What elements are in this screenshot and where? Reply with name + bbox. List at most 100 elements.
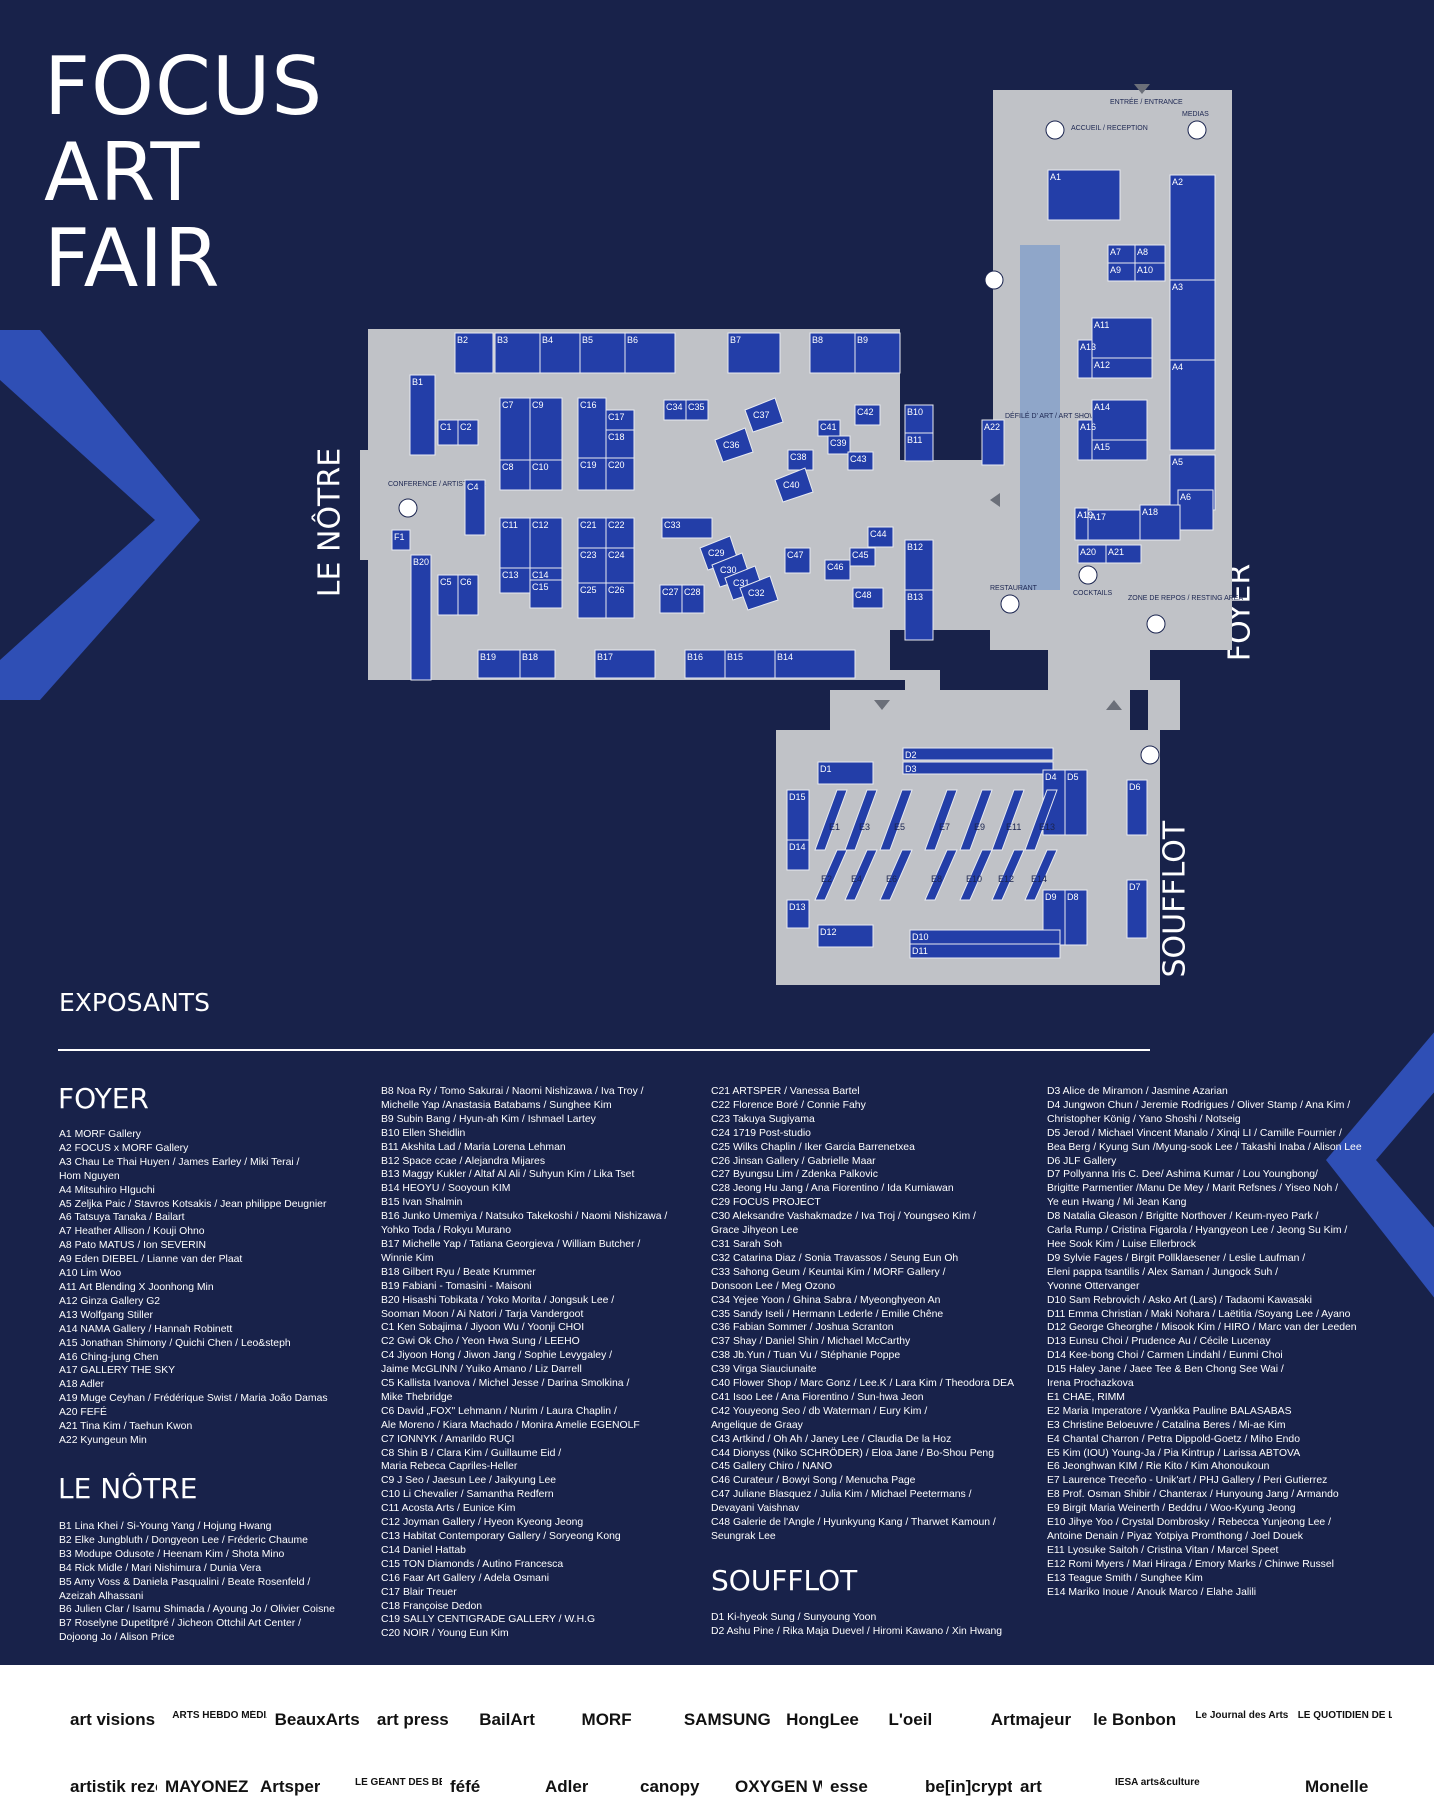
booth-c18[interactable]: C18 <box>605 429 635 459</box>
booth-c20[interactable]: C20 <box>605 457 635 491</box>
booth-b3[interactable]: B3 <box>494 332 541 374</box>
booth-c33[interactable]: C33 <box>661 517 713 539</box>
booth-e5[interactable]: E5 <box>879 789 913 851</box>
booth-c16[interactable]: C16 <box>577 397 607 459</box>
booth-b7[interactable]: B7 <box>727 332 781 374</box>
booth-c9[interactable]: C9 <box>529 397 563 461</box>
booth-b13[interactable]: B13 <box>904 589 934 641</box>
booth-b9[interactable]: B9 <box>854 332 901 374</box>
booth-c48[interactable]: C48 <box>852 587 884 609</box>
booth-a12[interactable]: A12 <box>1091 357 1153 379</box>
booth-d13[interactable]: D13 <box>786 899 810 929</box>
booth-c38[interactable]: C38 <box>787 449 814 471</box>
booth-b8[interactable]: B8 <box>809 332 856 374</box>
booth-a4[interactable]: A4 <box>1169 359 1216 451</box>
booth-a15[interactable]: A15 <box>1091 439 1148 461</box>
booth-b12[interactable]: B12 <box>904 539 934 591</box>
booth-e14[interactable]: E14 <box>1024 849 1058 901</box>
booth-d7[interactable]: D7 <box>1126 879 1148 939</box>
booth-a9[interactable]: A9 <box>1107 262 1139 282</box>
booth-a6[interactable]: A6 <box>1177 489 1214 531</box>
booth-b11[interactable]: B11 <box>904 432 934 462</box>
booth-a22[interactable]: A22 <box>981 419 1005 466</box>
booth-c46[interactable]: C46 <box>824 559 851 581</box>
booth-d14[interactable]: D14 <box>786 839 810 871</box>
booth-c8[interactable]: C8 <box>499 459 531 491</box>
booth-b1[interactable]: B1 <box>409 374 436 456</box>
booth-c21[interactable]: C21 <box>577 517 607 549</box>
booth-c7[interactable]: C7 <box>499 397 531 461</box>
booth-c35[interactable]: C35 <box>685 399 709 421</box>
booth-b6[interactable]: B6 <box>624 332 676 374</box>
booth-b5[interactable]: B5 <box>579 332 626 374</box>
booth-b4[interactable]: B4 <box>539 332 586 374</box>
booth-c10[interactable]: C10 <box>529 459 563 491</box>
booth-c11[interactable]: C11 <box>499 517 531 569</box>
booth-a3[interactable]: A3 <box>1169 279 1216 361</box>
booth-d8[interactable]: D8 <box>1064 889 1088 946</box>
booth-e8[interactable]: E8 <box>924 849 958 901</box>
booth-a1[interactable]: A1 <box>1047 169 1121 221</box>
booth-e12[interactable]: E12 <box>991 849 1025 901</box>
booth-a21[interactable]: A21 <box>1105 544 1142 564</box>
booth-c2[interactable]: C2 <box>457 419 479 446</box>
booth-c28[interactable]: C28 <box>681 584 705 614</box>
booth-e9[interactable]: E9 <box>959 789 993 851</box>
booth-c34[interactable]: C34 <box>663 399 687 421</box>
booth-a7[interactable]: A7 <box>1107 244 1139 264</box>
booth-d15[interactable]: D15 <box>786 789 810 841</box>
booth-d5[interactable]: D5 <box>1064 769 1088 836</box>
booth-a14[interactable]: A14 <box>1091 399 1148 441</box>
booth-c37[interactable]: C37 <box>744 397 784 433</box>
booth-e1[interactable]: E1 <box>814 789 848 851</box>
booth-b17[interactable]: B17 <box>594 649 656 679</box>
booth-d2[interactable]: D2 <box>902 747 1054 761</box>
booth-c15[interactable]: C15 <box>529 579 563 609</box>
booth-e4[interactable]: E4 <box>844 849 878 901</box>
booth-b19[interactable]: B19 <box>477 649 521 679</box>
booth-e2[interactable]: E2 <box>814 849 848 901</box>
booth-a10[interactable]: A10 <box>1134 262 1166 282</box>
booth-c24[interactable]: C24 <box>605 547 635 584</box>
booth-e10[interactable]: E10 <box>959 849 993 901</box>
booth-d11[interactable]: D11 <box>909 943 1061 959</box>
booth-d10[interactable]: D10 <box>909 929 1061 945</box>
booth-c1[interactable]: C1 <box>437 419 459 446</box>
booth-e6[interactable]: E6 <box>879 849 913 901</box>
booth-d1[interactable]: D1 <box>817 761 874 785</box>
booth-b2[interactable]: B2 <box>454 332 494 374</box>
booth-c41[interactable]: C41 <box>817 419 841 437</box>
booth-c22[interactable]: C22 <box>605 517 635 549</box>
booth-b10[interactable]: B10 <box>904 404 934 434</box>
booth-b15[interactable]: B15 <box>724 649 776 679</box>
booth-c43[interactable]: C43 <box>847 451 874 471</box>
booth-c25[interactable]: C25 <box>577 582 607 619</box>
booth-a2[interactable]: A2 <box>1169 174 1216 281</box>
booth-b16[interactable]: B16 <box>684 649 726 679</box>
booth-d3[interactable]: D3 <box>902 761 1054 775</box>
booth-c47[interactable]: C47 <box>784 547 811 574</box>
booth-e11[interactable]: E11 <box>991 789 1025 851</box>
booth-c39[interactable]: C39 <box>827 435 851 455</box>
booth-b14[interactable]: B14 <box>774 649 856 679</box>
booth-c27[interactable]: C27 <box>659 584 683 614</box>
booth-a16[interactable]: A16 <box>1077 419 1096 461</box>
booth-b20[interactable]: B20 <box>410 554 432 681</box>
booth-c12[interactable]: C12 <box>529 517 563 569</box>
booth-a11[interactable]: A11 <box>1091 317 1153 359</box>
booth-c23[interactable]: C23 <box>577 547 607 584</box>
booth-f1[interactable]: F1 <box>391 529 411 551</box>
booth-c13[interactable]: C13 <box>499 567 531 594</box>
booth-c26[interactable]: C26 <box>605 582 635 619</box>
booth-a20[interactable]: A20 <box>1077 544 1107 564</box>
booth-a19[interactable]: A19 <box>1074 507 1093 541</box>
booth-c44[interactable]: C44 <box>867 526 894 548</box>
booth-e13[interactable]: E13 <box>1024 789 1058 851</box>
booth-e3[interactable]: E3 <box>844 789 878 851</box>
booth-c17[interactable]: C17 <box>605 409 635 431</box>
booth-d12[interactable]: D12 <box>817 924 874 948</box>
booth-d6[interactable]: D6 <box>1126 779 1148 836</box>
booth-b18[interactable]: B18 <box>519 649 556 679</box>
booth-c32[interactable]: C32 <box>739 575 779 611</box>
booth-a18[interactable]: A18 <box>1139 504 1181 541</box>
